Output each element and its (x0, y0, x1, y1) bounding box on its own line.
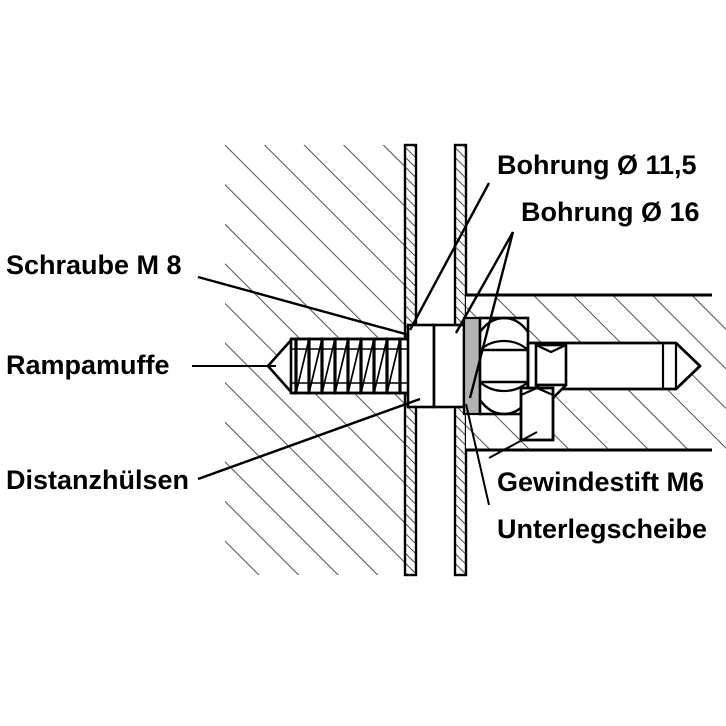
label-unterlegscheibe: Unterlegscheibe (497, 514, 708, 544)
label-schraube-m8: Schraube M 8 (6, 250, 182, 280)
leader-gewindestift (488, 431, 538, 459)
leader-bohrung-16-b (468, 231, 515, 399)
grub-screw-gewindestift (519, 343, 568, 442)
label-rampamuffe: Rampamuffe (6, 350, 170, 380)
distance-sleeves (406, 323, 466, 409)
leader-distanzhuelsen (197, 397, 421, 481)
leader-lines (192, 182, 538, 506)
leader-bohrung-115 (408, 182, 491, 331)
leader-bohrung-16-a (454, 231, 515, 334)
horizontal-rod (526, 341, 702, 391)
label-bohrung-11-5: Bohrung Ø 11,5 (497, 150, 697, 180)
leader-unterlegscheibe (465, 403, 490, 506)
label-distanzhuelsen: Distanzhülsen (6, 465, 190, 495)
wood-screw-rampamuffe (266, 337, 411, 395)
leader-schraube (197, 275, 410, 337)
label-bohrung-16: Bohrung Ø 16 (521, 197, 700, 227)
label-gewindestift-m6: Gewindestift M6 (497, 467, 705, 497)
